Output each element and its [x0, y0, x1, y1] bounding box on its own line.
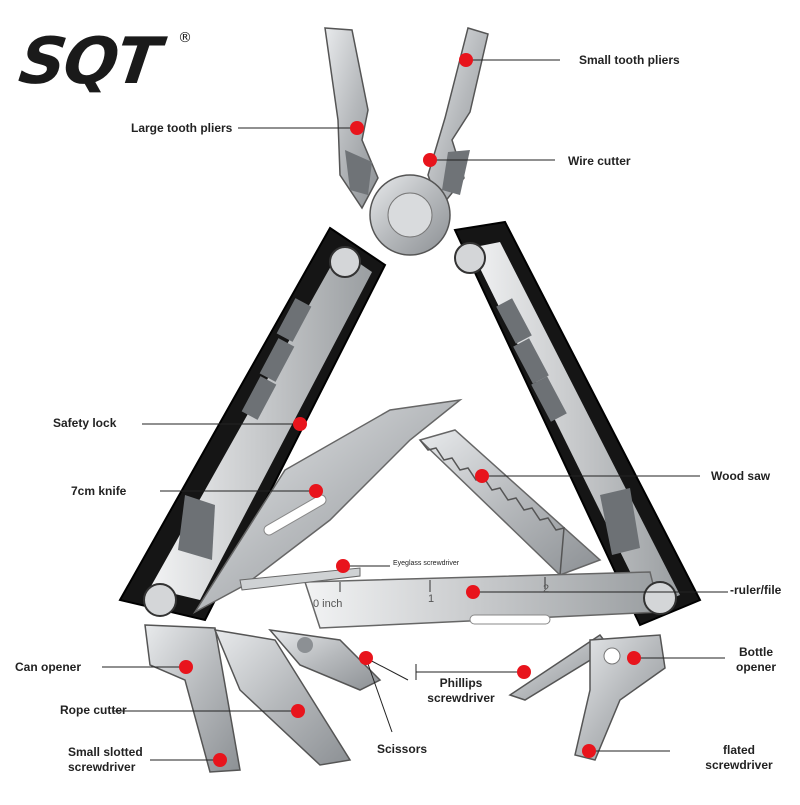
registered-mark: ® — [178, 30, 192, 46]
rope-cutter-tool — [213, 629, 352, 766]
plier-jaws — [324, 27, 489, 256]
leader-lines — [102, 59, 728, 761]
brand-logo: SQT — [14, 25, 164, 99]
knife-blade — [192, 398, 463, 615]
label-scissors: Scissors — [377, 742, 428, 756]
label-bottle-opener: Bottle opener — [735, 645, 776, 674]
ruler-mark-one: 1 — [428, 593, 435, 605]
wood-saw — [418, 429, 602, 576]
label-large-tooth-pliers: Large tooth pliers — [131, 121, 233, 135]
right-handle — [453, 220, 702, 627]
label-wood-saw: Wood saw — [711, 469, 771, 483]
label-rope-cutter: Rope cutter — [60, 703, 127, 717]
can-opener-tool — [144, 624, 241, 773]
label-eyeglass-screwdriver: Eyeglass screwdriver — [393, 560, 460, 567]
bottle-opener-tool — [574, 634, 666, 761]
label-ruler-file: -ruler/file — [730, 583, 782, 597]
pivot-screws — [143, 242, 677, 617]
label-small-slotted-screwdriver: Small slotted screwdriver — [68, 745, 143, 774]
eyeglass-screwdriver-tool — [239, 567, 361, 591]
label-can-opener: Can opener — [15, 660, 82, 674]
ruler-mark-two: 2 — [543, 583, 550, 595]
label-wire-cutter: Wire cutter — [568, 154, 631, 168]
label-safety-lock: Safety lock — [53, 416, 117, 430]
label-phillips-screwdriver: Phillips screwdriver — [427, 676, 495, 705]
ruler-mark-zero: 0 inch — [313, 598, 343, 610]
label-flated-screwdriver: flated screwdriver — [705, 743, 773, 772]
callout-dots — [179, 53, 641, 767]
label-small-tooth-pliers: Small tooth pliers — [579, 53, 680, 67]
label-knife: 7cm knife — [71, 484, 127, 498]
